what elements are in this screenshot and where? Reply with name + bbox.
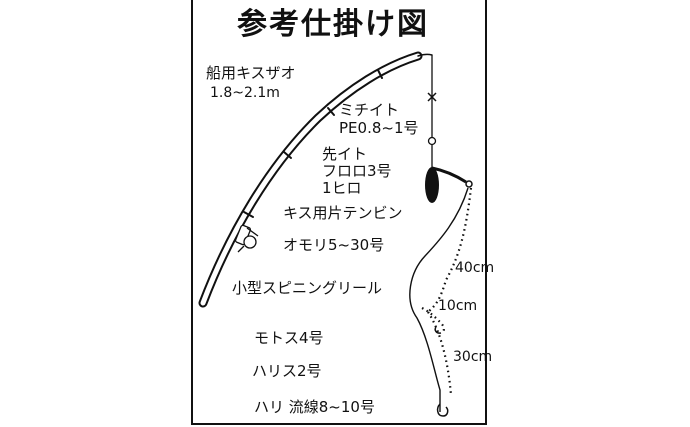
- rod: [198, 51, 433, 308]
- tenbin-label: キス用片テンビン: [283, 204, 403, 222]
- leader-length: 1ヒロ: [322, 179, 362, 197]
- main-line: [427, 55, 437, 168]
- main-line-name: ミチイト: [339, 101, 400, 119]
- reel-label: 小型スピニングリール: [232, 279, 383, 297]
- measure-middle: 10cm: [438, 298, 478, 314]
- tenbin-icon: [431, 166, 473, 188]
- rod-fill: [200, 53, 421, 306]
- rod-name: 船用キスザオ: [206, 64, 296, 82]
- leader-spec: フロロ3号: [322, 162, 392, 180]
- rod-guide: [327, 107, 335, 116]
- rod-guide: [243, 211, 254, 218]
- harisu-upper: [427, 187, 473, 313]
- page-title: 参考仕掛け図: [237, 7, 429, 42]
- sinker-label: オモリ5~30号: [283, 236, 385, 254]
- rod-length: 1.8~2.1m: [210, 85, 280, 101]
- diagram-frame: [191, 0, 487, 425]
- main-line-spec: PE0.8~1号: [339, 119, 419, 137]
- rod-guide: [283, 151, 292, 159]
- spinning-reel-icon: [234, 224, 259, 253]
- hook-icon: [436, 403, 449, 417]
- measure-lower: 30cm: [453, 349, 493, 365]
- sinker-icon: [425, 167, 439, 203]
- hook-label: ハリ 流線8~10号: [254, 398, 375, 416]
- leader-name: 先イト: [322, 145, 368, 163]
- mototsu-label: モトス4号: [254, 329, 324, 347]
- measure-upper: 40cm: [455, 260, 495, 276]
- hook-icon: [434, 326, 442, 334]
- terminal-rig: [409, 187, 473, 417]
- harisu-branch: [421, 307, 446, 334]
- harisu-label: ハリス2号: [252, 362, 322, 380]
- mototsu-line: [409, 187, 469, 412]
- rod-guide: [377, 69, 383, 79]
- rod-tip: [417, 53, 433, 57]
- harisu-lower: [427, 311, 453, 396]
